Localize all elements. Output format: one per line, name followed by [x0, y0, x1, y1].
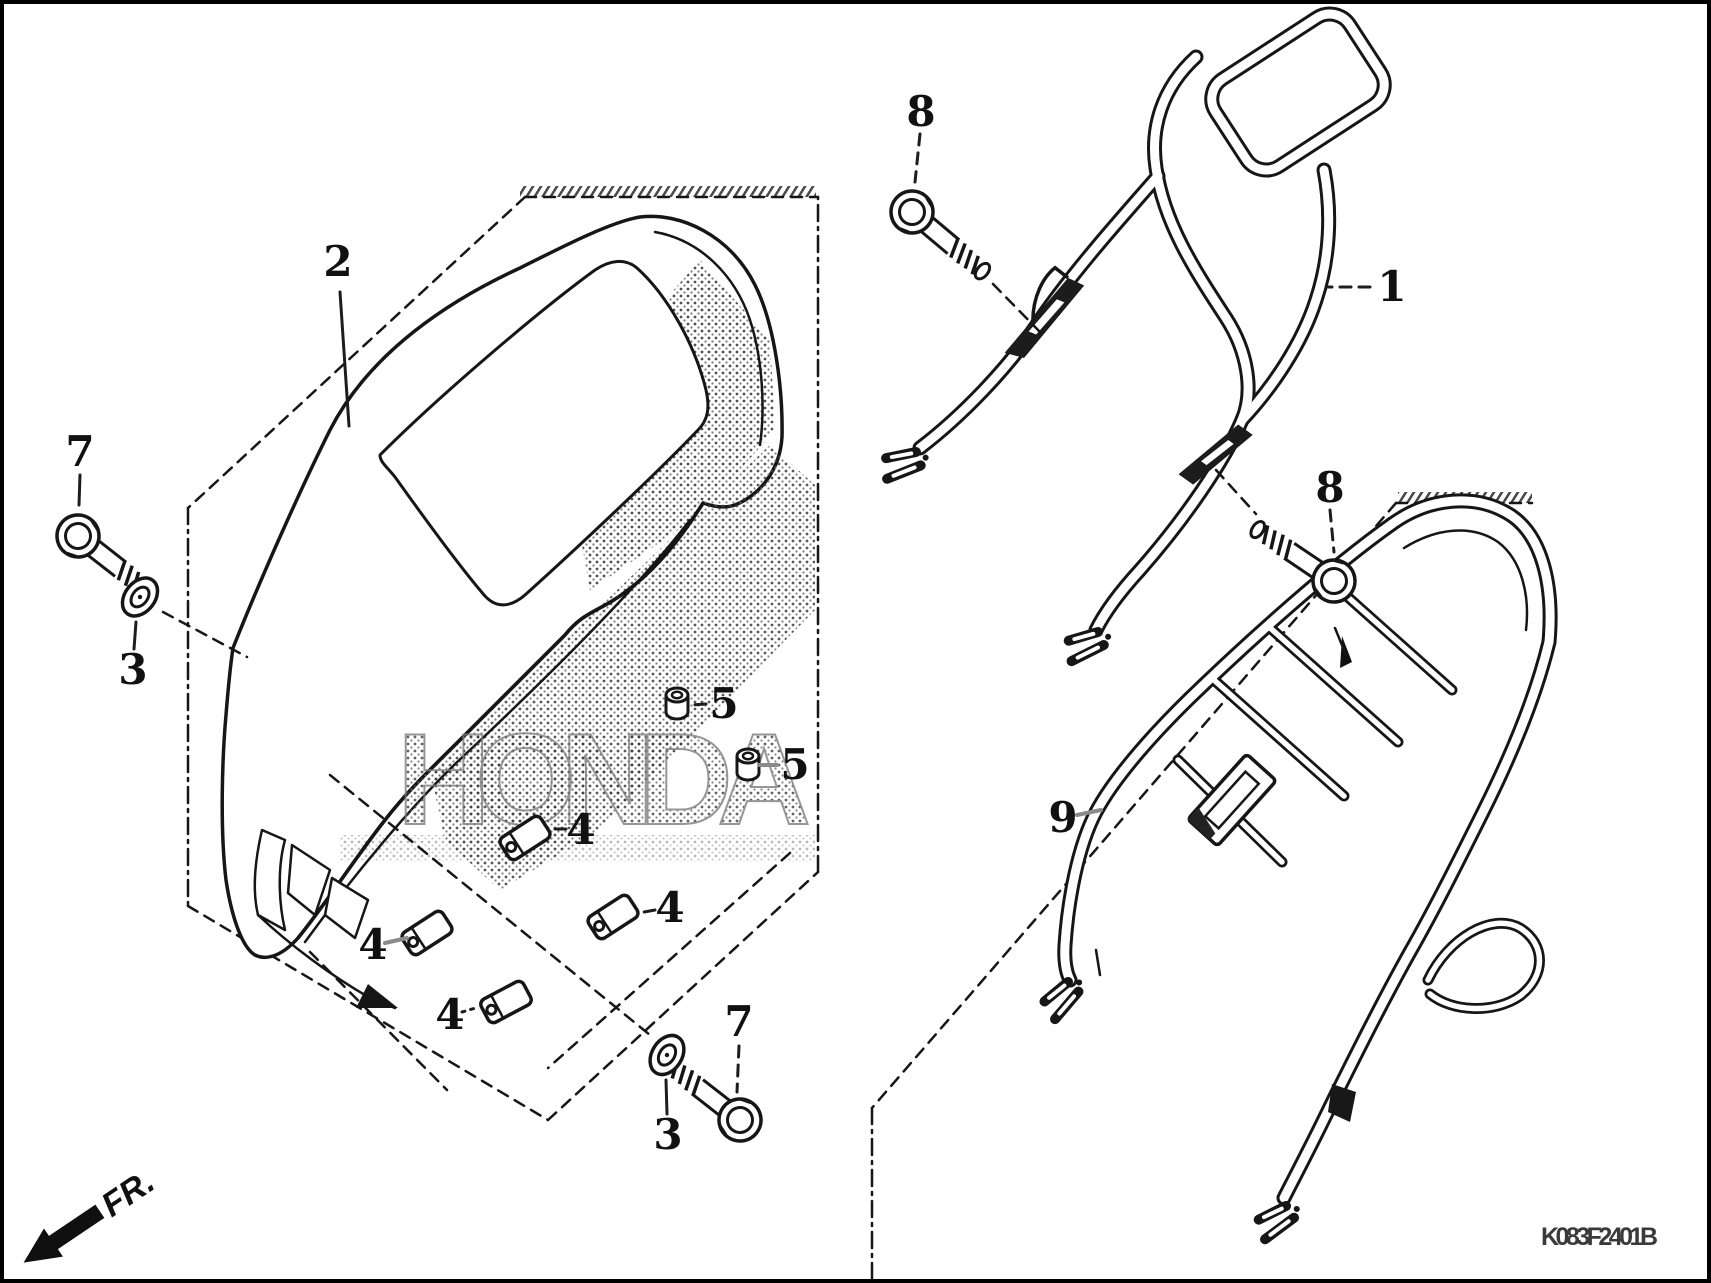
section-hatch-band: [520, 186, 816, 197]
rubber-grommet-lower: [735, 747, 761, 782]
luggage-rack: [1042, 493, 1558, 1242]
seat-shading-lower: [430, 445, 815, 890]
drawing-code: K083F2401B: [1541, 1223, 1659, 1251]
rack-foot-tab: [1328, 1084, 1356, 1122]
callout-label-grommet-upper: 5: [709, 679, 738, 728]
callout-label-rear-grab-rail: 1: [1377, 262, 1406, 311]
front-arrow-icon: [23, 1204, 105, 1263]
seat: [220, 214, 815, 1010]
callout-label-cushion-top: 4: [566, 805, 595, 854]
callout-labels: 2 7 3 8 1 8 5 5 4 4 4 4 7 3 9: [65, 87, 1406, 1159]
rear-grab-rail: [880, 6, 1392, 670]
rail-lower-bracket: [1178, 424, 1253, 485]
callout-label-luggage-rack: 9: [1048, 793, 1077, 842]
rack-mount-bracket: [1187, 753, 1277, 847]
seat-bottom-edge-overlay: [296, 501, 705, 940]
callout-label-bolt-rail-lower: 8: [1315, 463, 1344, 512]
seat-top-panel-seam: [378, 260, 710, 607]
callout-label-washer-seat-rear: 3: [653, 1110, 682, 1159]
callout-label-cushion-middle: 4: [655, 883, 684, 932]
callout-label-grommet-lower: 5: [780, 740, 809, 789]
rubber-grommet-upper: [664, 686, 690, 721]
rail-upper-bracket: [1004, 265, 1085, 358]
seat-shading-strip: [340, 835, 815, 862]
assembly-connection-lines: [161, 282, 1258, 1092]
callout-label-cushion-bottom: 4: [435, 990, 464, 1039]
seat-tail-trim-line: [653, 230, 764, 447]
callout-label-washer-seat-front: 3: [118, 645, 147, 694]
seat-front-bracket: [253, 828, 398, 1010]
callout-label-seat: 2: [323, 237, 352, 286]
callout-label-bolt-seat-rear: 7: [724, 997, 753, 1046]
callout-label-bolt-rail-upper: 8: [906, 87, 935, 136]
callout-label-cushion-left: 4: [358, 920, 387, 969]
callout-leaders: [77, 132, 1372, 1116]
seat-view-boundary: [186, 186, 820, 1122]
callout-label-bolt-seat-front: 7: [65, 427, 94, 476]
